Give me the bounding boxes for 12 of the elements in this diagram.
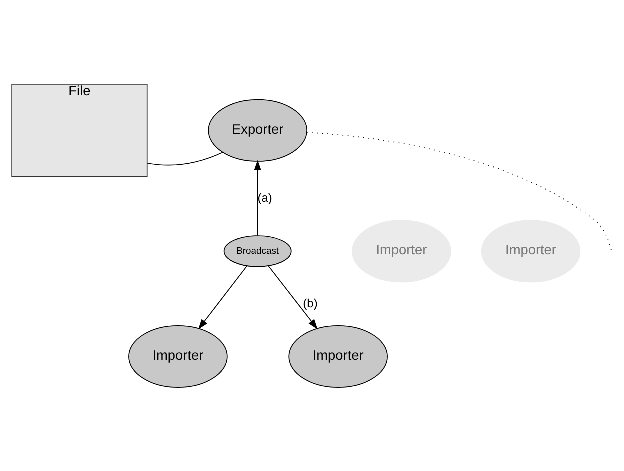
node-ellipse: Broadcast (224, 235, 292, 267)
node-ellipse: Importer (128, 324, 228, 388)
edge-label: (b) (303, 296, 318, 310)
connector (147, 152, 224, 166)
connector (306, 132, 612, 250)
arrow (254, 160, 262, 236)
arrow (268, 265, 318, 330)
edge-label: (a) (258, 190, 272, 204)
arrow (198, 265, 248, 330)
node-box: File (12, 84, 148, 177)
node-ellipse: Exporter (208, 98, 308, 162)
node-ellipse: Importer (288, 324, 388, 388)
